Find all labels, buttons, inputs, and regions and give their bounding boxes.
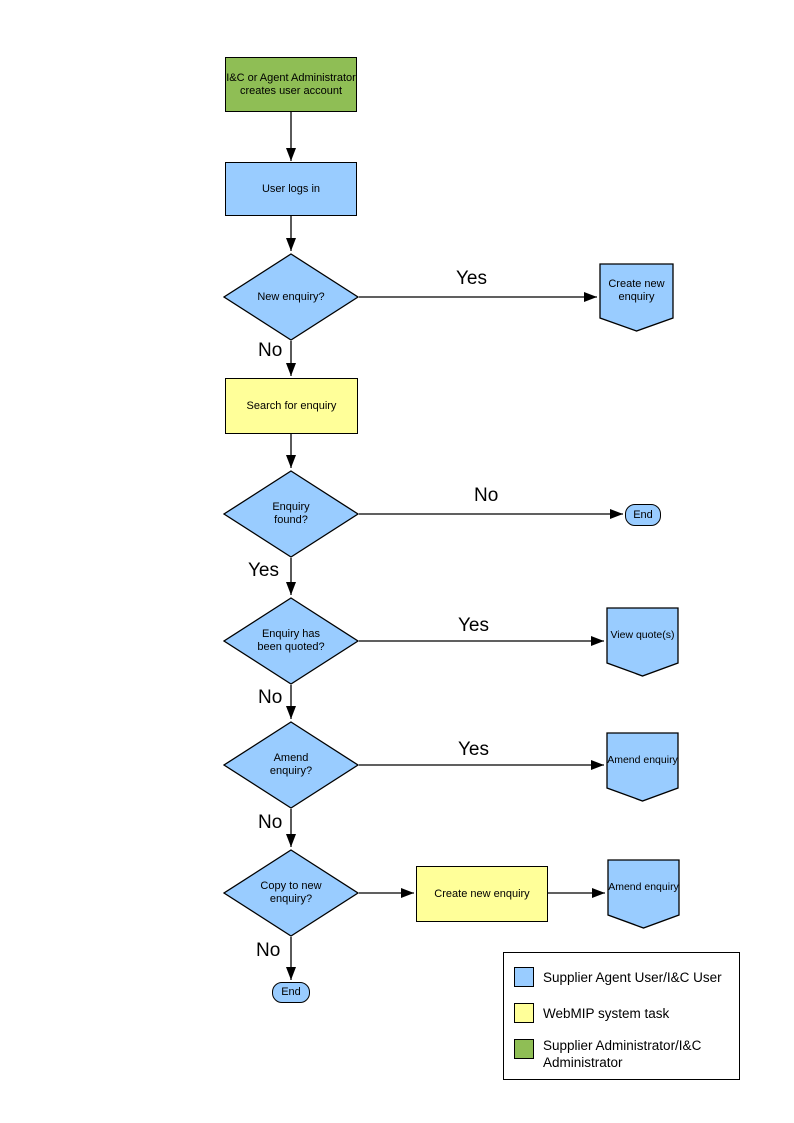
edge-label-yes: Yes	[458, 739, 489, 760]
decision-amend-enquiry: Amend enquiry?	[223, 721, 359, 809]
decision-enquiry-quoted: Enquiry has been quoted?	[223, 597, 359, 685]
edge-label-yes: Yes	[248, 560, 279, 581]
edge-label-yes: Yes	[456, 268, 487, 289]
node-label: Amend enquiry	[608, 880, 679, 893]
terminator-end-bottom: End	[272, 982, 310, 1003]
node-label: enquiry?	[269, 765, 313, 777]
diamond-shape	[223, 849, 359, 937]
node-label: View quote(s)	[610, 628, 675, 641]
process-search-for-enquiry: Search for enquiry	[225, 378, 358, 434]
legend-label-line: Administrator	[543, 1055, 623, 1070]
node-label: Amend	[273, 752, 309, 764]
node-label: creates user account	[239, 84, 343, 97]
node-label: Search for enquiry	[246, 399, 337, 412]
offpage-amend-enquiry-1: Amend enquiry	[606, 732, 679, 802]
offpage-create-new-enquiry: Create new enquiry	[599, 263, 674, 332]
edge-label-no: No	[258, 340, 283, 361]
node-label: Create new enquiry	[434, 887, 530, 900]
node-label: End	[281, 986, 301, 998]
pentagon-shape	[606, 732, 679, 802]
diamond-shape	[223, 470, 359, 558]
legend-label: WebMIP system task	[543, 1006, 670, 1021]
legend-label: Supplier Agent User/I&C User	[543, 970, 722, 985]
edge-label-no: No	[474, 485, 499, 506]
edge-label-no: No	[256, 940, 281, 961]
pentagon-shape	[599, 263, 674, 332]
edge-label-no: No	[258, 812, 283, 833]
node-label: found?	[274, 514, 308, 526]
node-label: End	[633, 508, 653, 521]
node-label: Enquiry	[272, 501, 310, 513]
node-label: New enquiry?	[257, 290, 325, 303]
diamond-shape	[223, 721, 359, 809]
pentagon-shape	[606, 607, 679, 677]
process-user-logs-in: User logs in	[225, 162, 357, 216]
node-label: Enquiry has	[261, 628, 321, 640]
node-label: been quoted?	[257, 641, 325, 653]
legend-label-line: Supplier Administrator/I&C	[543, 1038, 702, 1053]
legend: Supplier Agent User/I&C User WebMIP syst…	[503, 952, 740, 1080]
terminator-end-right: End	[625, 504, 661, 526]
diamond-shape	[223, 597, 359, 685]
diamond-shape	[223, 253, 359, 341]
node-label: enquiry?	[269, 893, 313, 905]
node-label: enquiry	[618, 291, 655, 303]
node-label: Copy to new	[260, 880, 322, 892]
legend-label: Supplier Administrator/I&C Administrator	[543, 1037, 733, 1071]
legend-swatch-yellow	[514, 1003, 534, 1023]
process-admin-creates-account: I&C or Agent Administrator creates user …	[225, 57, 357, 112]
edge-label-no: No	[258, 687, 283, 708]
offpage-amend-enquiry-2: Amend enquiry	[607, 859, 680, 929]
legend-swatch-blue	[514, 967, 534, 987]
legend-swatch-green	[514, 1039, 534, 1059]
node-label: Create new	[608, 278, 665, 290]
pentagon-shape	[607, 859, 680, 929]
node-label: User logs in	[261, 182, 321, 195]
process-create-new-enquiry: Create new enquiry	[416, 866, 548, 922]
offpage-view-quotes: View quote(s)	[606, 607, 679, 677]
decision-enquiry-found: Enquiry found?	[223, 470, 359, 558]
edge-label-yes: Yes	[458, 615, 489, 636]
node-label: Amend enquiry	[607, 753, 678, 766]
node-label: I&C or Agent Administrator	[226, 71, 356, 84]
decision-copy-to-new-enquiry: Copy to new enquiry?	[223, 849, 359, 937]
decision-new-enquiry: New enquiry?	[223, 253, 359, 341]
